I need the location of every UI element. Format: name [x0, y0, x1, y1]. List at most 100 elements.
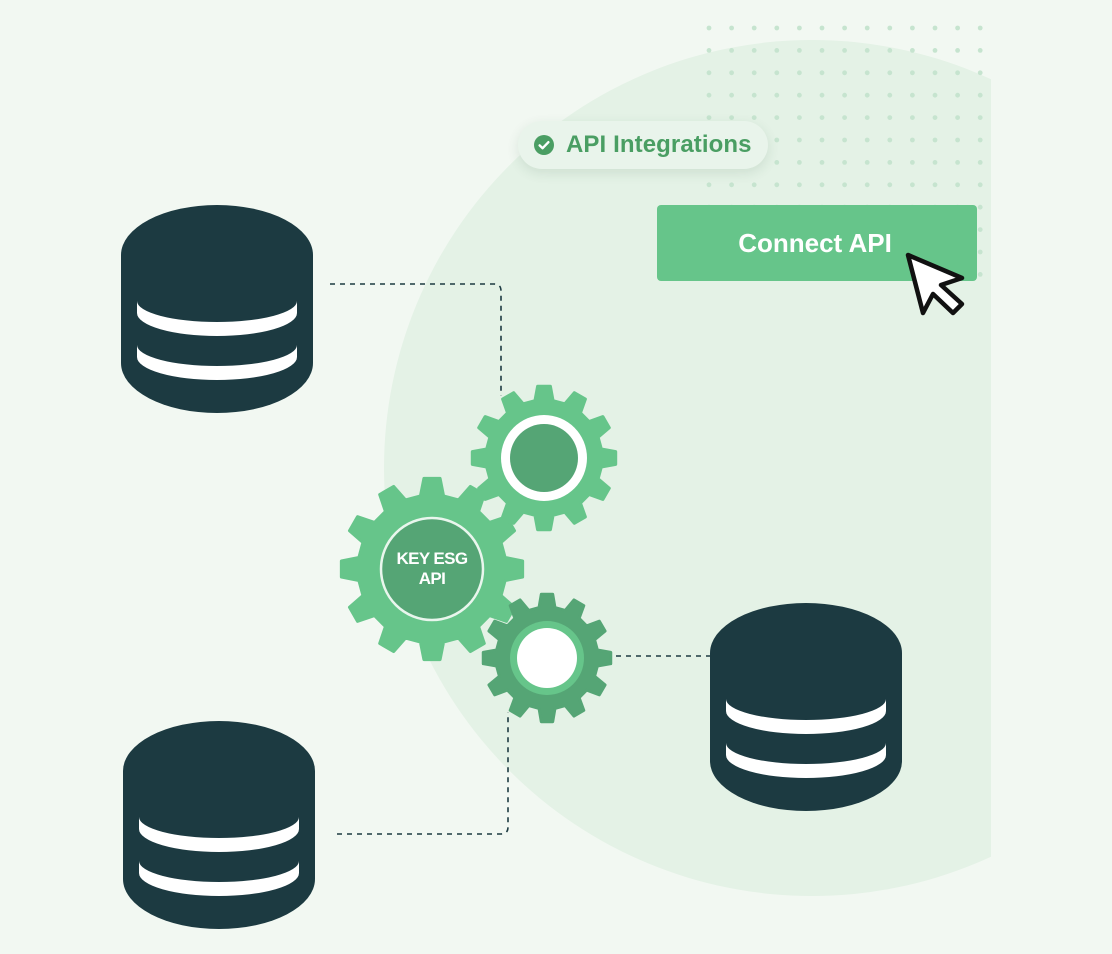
grid-dot: [797, 137, 802, 143]
grid-dot: [751, 92, 757, 98]
grid-dot: [797, 48, 802, 53]
grid-dot: [932, 182, 938, 188]
grid-dot: [910, 160, 915, 165]
grid-dot: [706, 182, 712, 188]
key-esg-api-label: KEY ESG API: [381, 518, 483, 620]
gear-hub: [517, 628, 577, 688]
grid-dot: [977, 182, 983, 188]
grid-dot: [774, 48, 780, 53]
api-integrations-badge: API Integrations: [518, 121, 768, 169]
grid-dot: [751, 115, 757, 120]
database-icon-top: [121, 205, 313, 413]
grid-dot: [729, 25, 734, 31]
grid-dot: [910, 182, 915, 188]
grid-dot: [819, 70, 825, 76]
grid-dot: [797, 25, 802, 31]
grid-dot: [864, 25, 870, 31]
grid-dot: [797, 92, 802, 98]
grid-dot: [842, 70, 847, 76]
grid-dot: [819, 182, 825, 188]
grid-dot: [955, 25, 960, 31]
grid-dot: [932, 25, 938, 31]
grid-dot: [977, 204, 983, 210]
grid-dot: [774, 92, 780, 98]
connector-bottom-db: [337, 712, 509, 835]
grid-dot: [797, 160, 802, 165]
grid-dot: [864, 160, 870, 165]
gear-icon-bottom: [481, 592, 613, 724]
gear-icon-center: [339, 476, 525, 662]
grid-dot: [977, 272, 983, 277]
grid-dot: [842, 160, 847, 165]
grid-dot: [842, 182, 847, 188]
grid-dot: [910, 137, 915, 143]
grid-dot: [819, 115, 825, 120]
grid-dot: [774, 25, 780, 31]
grid-dot: [910, 48, 915, 53]
grid-dot: [887, 25, 893, 31]
grid-dot: [774, 182, 780, 188]
grid-dot: [977, 92, 983, 98]
grid-dot: [932, 48, 938, 53]
grid-dot: [864, 182, 870, 188]
grid-dot: [864, 48, 870, 53]
grid-dot: [977, 48, 983, 53]
grid-dot: [729, 70, 734, 76]
grid-dot: [797, 115, 802, 120]
grid-dot: [706, 25, 712, 31]
grid-dot: [729, 115, 734, 120]
grid-dot: [774, 160, 780, 165]
connector-lines: [330, 283, 712, 835]
grid-dot: [842, 115, 847, 120]
grid-dot: [819, 48, 825, 53]
grid-dot: [932, 92, 938, 98]
grid-dot: [819, 92, 825, 98]
grid-dot: [774, 137, 780, 143]
badge-label: API Integrations: [566, 131, 752, 158]
grid-dot: [932, 115, 938, 120]
grid-dot: [910, 70, 915, 76]
grid-dot: [977, 70, 983, 76]
grid-dot: [955, 70, 960, 76]
grid-dot: [887, 48, 893, 53]
grid-dot: [887, 182, 893, 188]
grid-dot: [751, 182, 757, 188]
grid-dot: [955, 48, 960, 53]
grid-dot: [955, 115, 960, 120]
grid-dot: [864, 70, 870, 76]
grid-dot: [729, 48, 734, 53]
grid-dot: [842, 92, 847, 98]
grid-dot: [977, 249, 983, 255]
grid-dot: [729, 182, 734, 188]
grid-dot: [706, 92, 712, 98]
connect-api-label: Connect API: [738, 227, 892, 258]
connector-top-db: [330, 283, 502, 396]
grid-dot: [774, 115, 780, 120]
grid-dot: [955, 137, 960, 143]
grid-dot: [887, 92, 893, 98]
check-circle-icon: [534, 135, 554, 155]
grid-dot: [819, 160, 825, 165]
grid-dot: [751, 48, 757, 53]
gear-label-line1: KEY ESG: [396, 549, 468, 568]
grid-dot: [819, 137, 825, 143]
grid-dot: [864, 92, 870, 98]
grid-dot: [955, 160, 960, 165]
grid-dot: [932, 137, 938, 143]
grid-dot: [887, 70, 893, 76]
grid-dot: [910, 115, 915, 120]
gear-label-line2: API: [418, 569, 446, 588]
grid-dot: [797, 70, 802, 76]
grid-dot: [864, 115, 870, 120]
gear-icon-top: [470, 384, 618, 532]
grid-dot: [977, 160, 983, 165]
grid-dot: [977, 25, 983, 31]
grid-dot: [864, 137, 870, 143]
database-icon-bottom: [123, 721, 315, 929]
grid-dot: [706, 70, 712, 76]
database-icon-right: [710, 603, 902, 811]
grid-dot: [751, 25, 757, 31]
grid-dot: [842, 137, 847, 143]
grid-dot: [910, 25, 915, 31]
gear-hub: [510, 424, 578, 492]
